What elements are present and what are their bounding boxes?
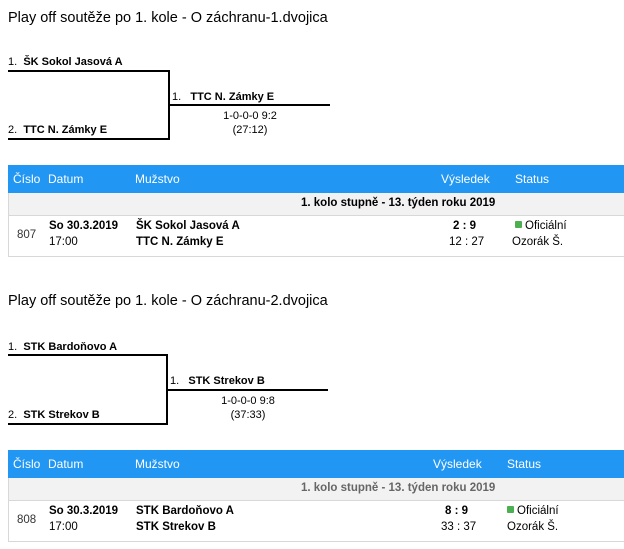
match-status: Oficiální bbox=[507, 505, 559, 517]
match-time: 17:00 bbox=[49, 236, 78, 248]
col-datum: Datum bbox=[48, 172, 84, 186]
round-label: 1. kolo stupně - 13. týden roku 2019 bbox=[301, 482, 496, 494]
bracket-line bbox=[8, 354, 168, 356]
seed-number: 1. bbox=[8, 56, 18, 68]
col-status: Status bbox=[507, 457, 542, 471]
bracket-result-sets: (27:12) bbox=[232, 124, 268, 136]
status-ok-icon bbox=[515, 221, 522, 228]
match-away-team[interactable]: STK Strekov B bbox=[136, 521, 216, 533]
table-border bbox=[8, 193, 9, 256]
match-number: 808 bbox=[17, 514, 37, 526]
table-header: Číslo Datum Mužstvo Výsledek Status bbox=[8, 165, 624, 193]
bracket-seed-2: 2. STK Strekov B bbox=[8, 409, 100, 421]
col-muzstvo: Mužstvo bbox=[135, 172, 180, 186]
match-sets: 33 : 37 bbox=[441, 521, 477, 533]
winner-team[interactable]: STK Strekov B bbox=[188, 375, 265, 387]
seed-team[interactable]: ŠK Sokol Jasová A bbox=[23, 56, 123, 68]
status-ok-icon bbox=[507, 506, 514, 513]
match-away-team[interactable]: TTC N. Zámky E bbox=[136, 236, 224, 248]
col-vysledek: Výsledek bbox=[441, 172, 490, 186]
bracket-line bbox=[8, 138, 170, 140]
status-text: Oficiální bbox=[517, 505, 559, 517]
match-sets: 12 : 27 bbox=[449, 236, 485, 248]
col-status: Status bbox=[515, 172, 550, 186]
col-datum: Datum bbox=[48, 457, 84, 471]
bracket-winner: 1. STK Strekov B bbox=[170, 375, 265, 387]
seed-team[interactable]: STK Bardoňovo A bbox=[23, 341, 118, 353]
match-home-team[interactable]: ŠK Sokol Jasová A bbox=[136, 220, 240, 232]
col-cislo: Číslo bbox=[13, 172, 41, 186]
match-referee: Ozorák Š. bbox=[507, 521, 559, 533]
table-row[interactable]: 808 So 30.3.2019 17:00 STK Bardoňovo A S… bbox=[8, 501, 624, 542]
match-date: So 30.3.2019 bbox=[49, 220, 119, 232]
round-row: 1. kolo stupně - 13. týden roku 2019 bbox=[8, 193, 624, 216]
seed-number: 2. bbox=[8, 409, 18, 421]
section-title: Play off soutěže po 1. kole - O záchranu… bbox=[8, 293, 328, 309]
seed-team[interactable]: STK Strekov B bbox=[23, 409, 100, 421]
match-time: 17:00 bbox=[49, 521, 78, 533]
col-cislo: Číslo bbox=[13, 457, 41, 471]
bracket-seed-2: 2. TTC N. Zámky E bbox=[8, 124, 107, 136]
seed-number: 1. bbox=[8, 341, 18, 353]
match-score[interactable]: 2 : 9 bbox=[453, 220, 477, 232]
seed-team[interactable]: TTC N. Zámky E bbox=[23, 124, 108, 136]
table-row[interactable]: 807 So 30.3.2019 17:00 ŠK Sokol Jasová A… bbox=[8, 216, 624, 257]
seed-number: 2. bbox=[8, 124, 18, 136]
round-label: 1. kolo stupně - 13. týden roku 2019 bbox=[301, 197, 496, 209]
col-muzstvo: Mužstvo bbox=[135, 457, 180, 471]
status-text: Oficiální bbox=[525, 220, 567, 232]
bracket-connector bbox=[166, 354, 168, 425]
bracket-seed-1: 1. STK Bardoňovo A bbox=[8, 341, 117, 353]
section-title: Play off soutěže po 1. kole - O záchranu… bbox=[8, 10, 328, 26]
match-score[interactable]: 8 : 9 bbox=[445, 505, 469, 517]
bracket-line bbox=[8, 423, 168, 425]
bracket-connector bbox=[168, 70, 170, 140]
bracket-line bbox=[168, 389, 328, 391]
match-referee: Ozorák Š. bbox=[512, 236, 564, 248]
bracket-seed-1: 1. ŠK Sokol Jasová A bbox=[8, 56, 123, 68]
bracket-line bbox=[8, 70, 170, 72]
bracket-line bbox=[170, 104, 330, 106]
winner-number: 1. bbox=[170, 375, 180, 387]
winner-team[interactable]: TTC N. Zámky E bbox=[190, 91, 275, 103]
bracket-result-sets: (37:33) bbox=[230, 409, 266, 421]
table-header: Číslo Datum Mužstvo Výsledek Status bbox=[8, 450, 624, 478]
match-number: 807 bbox=[17, 229, 37, 241]
winner-number: 1. bbox=[172, 91, 182, 103]
round-row: 1. kolo stupně - 13. týden roku 2019 bbox=[8, 478, 624, 501]
bracket-winner: 1. TTC N. Zámky E bbox=[172, 91, 274, 103]
bracket-result: 1-0-0-0 9:2 bbox=[223, 110, 277, 122]
col-vysledek: Výsledek bbox=[433, 457, 482, 471]
match-status: Oficiální bbox=[515, 220, 567, 232]
bracket-result: 1-0-0-0 9:8 bbox=[221, 395, 275, 407]
match-home-team[interactable]: STK Bardoňovo A bbox=[136, 505, 234, 517]
table-border bbox=[8, 478, 9, 541]
match-date: So 30.3.2019 bbox=[49, 505, 119, 517]
